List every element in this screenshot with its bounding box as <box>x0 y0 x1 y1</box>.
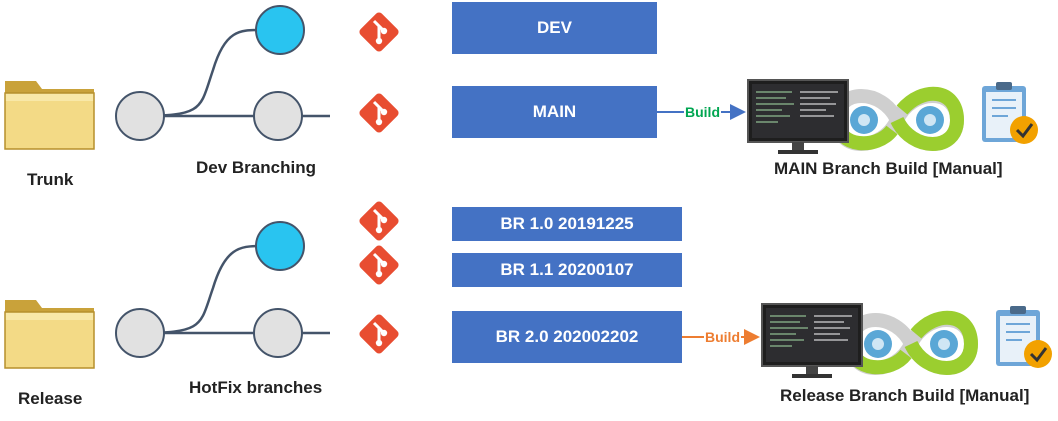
git-icon <box>359 201 399 241</box>
trunk-root-node <box>115 91 165 141</box>
main-build-caption: MAIN Branch Build [Manual] <box>774 159 1003 178</box>
git-icon <box>359 314 399 354</box>
branch-main: MAIN <box>452 86 657 138</box>
main-branch-node <box>253 91 303 141</box>
main-build-illustration <box>747 79 1038 154</box>
branch-br11: BR 1.1 20200107 <box>452 253 682 287</box>
devops-infinity-icon <box>829 86 965 151</box>
branch-br10: BR 1.0 20191225 <box>452 207 682 241</box>
devops-infinity-icon <box>843 310 979 375</box>
dev-branch-node <box>255 5 305 55</box>
monitor-icon <box>747 79 849 154</box>
trunk-folder-icon <box>4 81 95 150</box>
main-build-label: Build <box>684 104 721 120</box>
git-icon <box>359 245 399 285</box>
checklist-icon <box>982 82 1038 144</box>
dev-branch-curve <box>139 28 261 118</box>
release-folder-icon <box>4 300 95 369</box>
branch-br20: BR 2.0 202002202 <box>452 311 682 363</box>
branch-dev: DEV <box>452 2 657 54</box>
hotfix-branches-label: HotFix branches <box>189 378 323 397</box>
release-root-node <box>115 308 165 358</box>
hotfix-branch-node <box>255 221 305 271</box>
release-label: Release <box>18 389 83 408</box>
release-build-illustration <box>761 303 1052 378</box>
git-icon <box>359 93 399 133</box>
checklist-icon <box>996 306 1052 368</box>
dev-branching-label: Dev Branching <box>196 158 316 177</box>
trunk-label: Trunk <box>27 170 74 189</box>
monitor-icon <box>761 303 863 378</box>
release-branch-node <box>253 308 303 358</box>
hotfix-branch-curve <box>139 244 261 335</box>
release-build-caption: Release Branch Build [Manual] <box>780 386 1030 405</box>
release-build-label: Build <box>704 329 741 345</box>
git-icon <box>359 12 399 52</box>
